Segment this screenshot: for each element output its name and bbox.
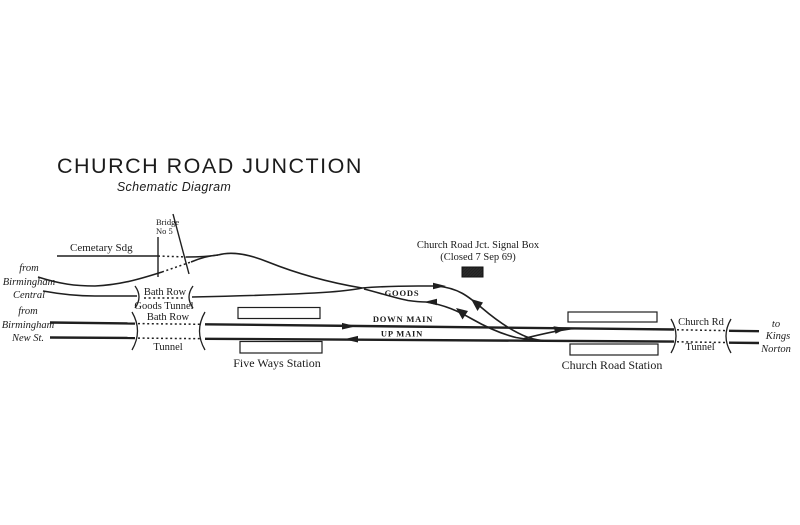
track-central-upper-under-bridge — [161, 261, 192, 273]
label-bath-row-main-2: Tunnel — [153, 342, 182, 353]
signal-box-marker — [461, 266, 484, 278]
label-church-rd-tunnel-1: Church Rd — [678, 317, 725, 328]
label-goods-line: GOODS — [385, 288, 420, 298]
track-down-main-west — [49, 321, 136, 325]
label-bath-row-goods-2: Goods Tunnel — [134, 301, 193, 312]
arrow-up-main-west — [344, 335, 358, 343]
tunnel-portal-bath-row-west — [131, 311, 139, 351]
track-goods-upper-junction-curve — [436, 285, 552, 342]
track-up-main-west — [49, 336, 136, 340]
arrow-goods-curve-upper-west — [471, 299, 483, 311]
tunnel-portal-church-rd-west — [670, 318, 677, 354]
label-cemetary-siding: Cemetary Sdg — [70, 242, 133, 254]
track-up-main-tunnel — [137, 337, 203, 340]
label-from-new-st-2: Birmingham — [2, 320, 55, 331]
platform-church-road-up — [567, 311, 658, 323]
track-up-main — [204, 337, 675, 343]
label-from-new-st-3: New St. — [11, 333, 44, 344]
track-goods-descending-curve — [217, 252, 363, 289]
track-up-main-church-tunnel — [676, 341, 727, 344]
track-cemetary-siding-under-bridge — [157, 255, 188, 258]
label-from-central-2: Birmingham — [3, 277, 56, 288]
arrow-crossover-east — [553, 326, 567, 334]
label-signal-box-2: (Closed 7 Sep 69) — [440, 252, 516, 263]
arrow-down-main-east — [342, 322, 356, 330]
track-down-main-tunnel — [137, 322, 203, 326]
track-goods-lower — [363, 288, 427, 303]
label-five-ways-station: Five Ways Station — [233, 356, 320, 370]
track-central-upper-east — [190, 254, 219, 263]
tunnel-portal-goods-west — [134, 285, 140, 309]
label-bridge-line2: No 5 — [156, 226, 173, 236]
label-signal-box-1: Church Road Jct. Signal Box — [417, 240, 540, 251]
tunnel-portal-goods-east — [188, 285, 194, 309]
label-bath-row-goods-1: Bath Row — [144, 287, 187, 298]
track-goods-tunnel-east — [191, 287, 363, 298]
label-church-road-station: Church Road Station — [562, 358, 663, 372]
label-to-kings-norton-1: to — [772, 319, 780, 330]
label-church-rd-tunnel-2: Tunnel — [685, 342, 714, 353]
platform-church-road-down — [569, 343, 659, 356]
track-crossover-to-down-main — [523, 327, 587, 340]
arrow-goods-upper-east — [433, 282, 446, 290]
track-goods-upper — [361, 285, 437, 289]
page-subtitle: Schematic Diagram — [117, 180, 231, 194]
label-from-new-st-1: from — [18, 306, 38, 317]
label-up-main: UP MAIN — [381, 329, 423, 339]
label-down-main: DOWN MAIN — [373, 314, 433, 324]
track-central-upper — [37, 271, 163, 287]
platform-five-ways-down — [239, 340, 323, 354]
tunnel-portal-church-rd-east — [725, 318, 732, 354]
label-bath-row-main-1: Bath Row — [147, 312, 190, 323]
arrow-goods-lower-west — [424, 298, 437, 306]
platform-five-ways-up — [237, 306, 321, 320]
page-title: CHURCH ROAD JUNCTION — [57, 154, 363, 178]
track-down-main-church-tunnel — [676, 329, 727, 332]
tunnel-portal-bath-row-east — [198, 311, 206, 351]
label-from-central-3: Central — [13, 290, 45, 301]
track-down-main — [204, 323, 675, 331]
track-central-lower — [42, 290, 137, 297]
label-bridge-line1: Bridge — [156, 217, 179, 227]
arrow-goods-curve-lower-west — [456, 308, 468, 320]
label-to-kings-norton-2: Kings — [765, 331, 791, 342]
label-to-kings-norton-3: Norton — [760, 344, 791, 355]
bridge-edge-slanted — [172, 213, 190, 275]
label-from-central-1: from — [19, 263, 39, 274]
